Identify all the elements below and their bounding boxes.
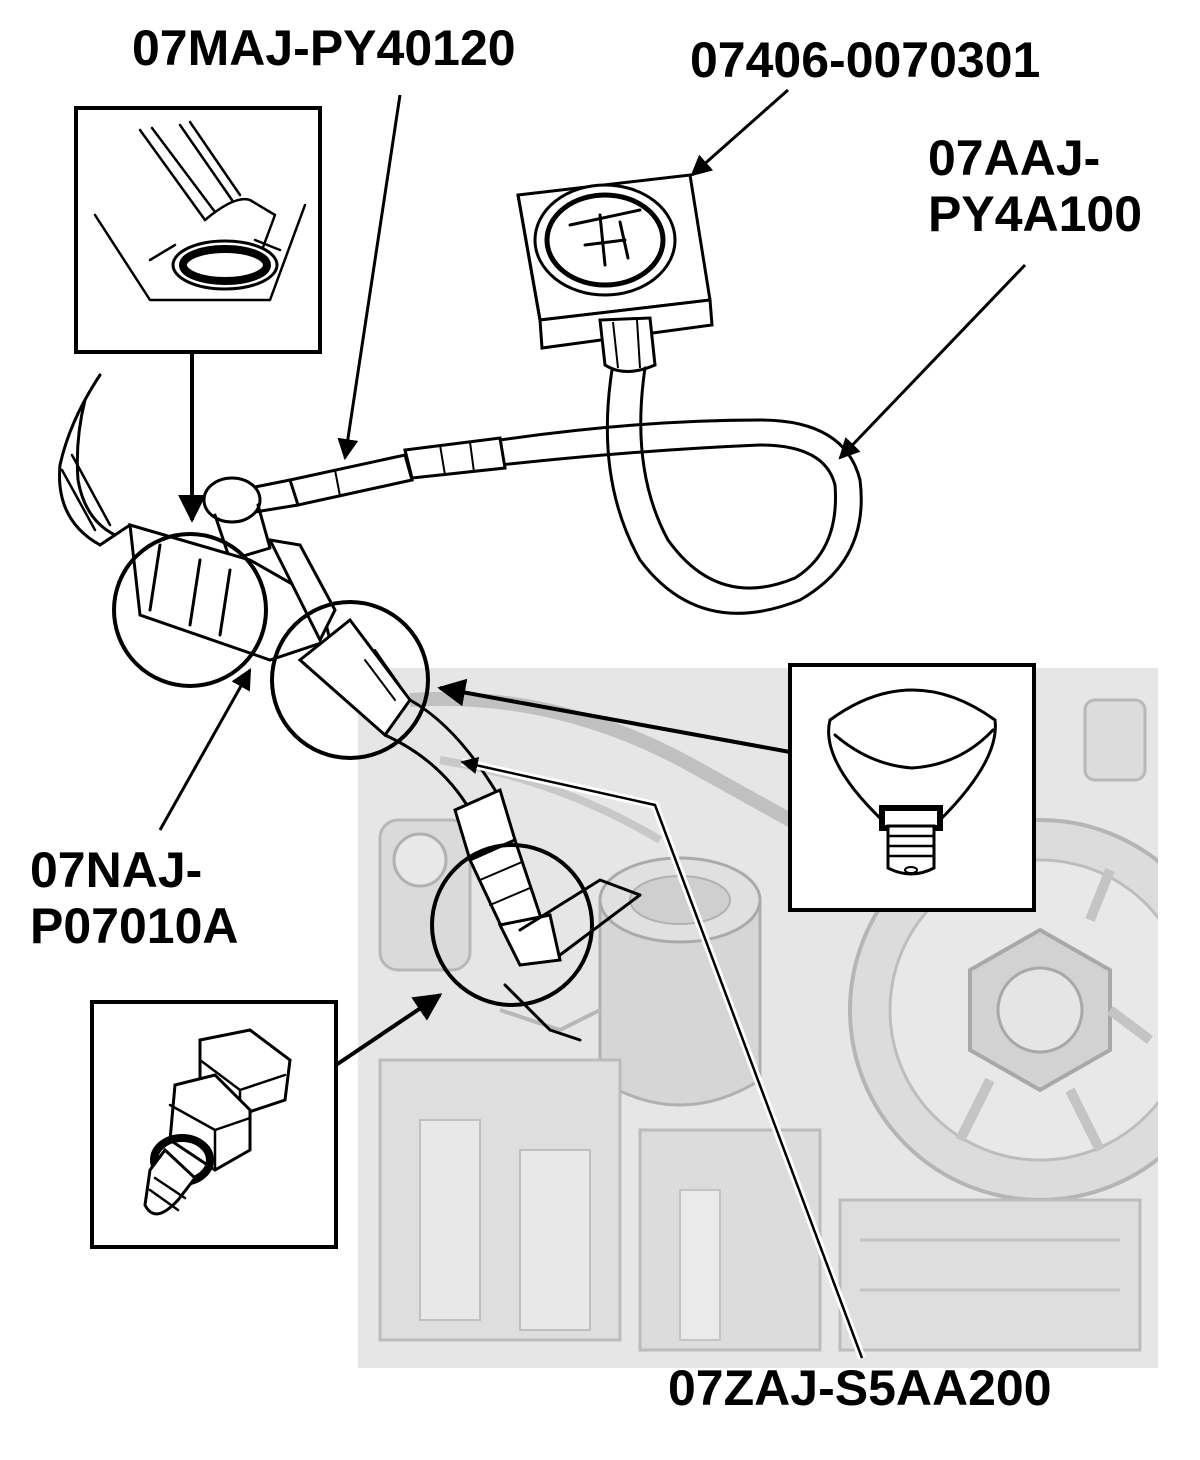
callout-circles: [112, 532, 594, 1007]
hex-adapter-icon: [143, 1028, 292, 1216]
label-hose-adapter-line2: PY4A100: [928, 186, 1143, 242]
hex-adapter-detail-box: [90, 1000, 338, 1249]
label-joint-adapter: 07NAJ- P07010A: [30, 842, 239, 954]
label-leader-arrows: [158, 88, 1027, 1360]
o-ring-detail-box: [74, 106, 322, 354]
label-joint-adapter-line1: 07NAJ-: [30, 842, 203, 898]
nozzle-callout-arrow: [437, 678, 791, 754]
tee-adapter-icon: [58, 373, 337, 662]
hex-adapter-callout-arrow: [334, 993, 443, 1067]
label-pressure-hose: 07MAJ-PY40120: [132, 20, 516, 76]
label-hose-adapter-line1: 07AAJ-: [928, 130, 1101, 186]
label-fitting-adapter: 07ZAJ-S5AA200: [668, 1360, 1052, 1416]
threaded-nozzle-icon: [827, 688, 997, 876]
label-joint-adapter-line2: P07010A: [30, 898, 239, 954]
label-hose-adapter: 07AAJ- PY4A100: [928, 130, 1142, 242]
nozzle-detail-box: [788, 663, 1036, 912]
oil-pressure-gauge-icon: [516, 173, 714, 373]
label-gauge: 07406-0070301: [690, 32, 1041, 88]
adapter-hose-icon: [297, 617, 642, 1042]
o-ring-detail-icon: [93, 120, 307, 302]
pressure-hose-icon: [202, 366, 863, 615]
